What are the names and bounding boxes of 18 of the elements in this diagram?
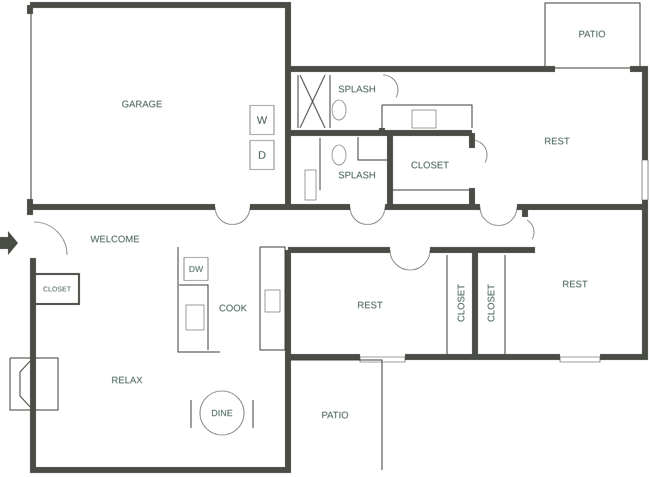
room-label: WELCOME [90,236,140,242]
room-label: REST [563,280,588,288]
room-label: CLOSET [488,284,494,322]
dining-table: DINE [200,390,244,436]
room-label: COOK [220,304,247,312]
appliance-box: D [250,140,274,170]
room-label: PATIO [579,30,606,38]
room-label: RELAX [112,376,142,384]
room-label: GARAGE [122,100,162,108]
room-label: SPLASH [338,86,375,92]
appliance-box: W [250,105,274,135]
room-label: REST [545,138,570,144]
appliance-box: DW [184,257,208,281]
room-label: CLOSET [458,284,464,322]
room-label: SPLASH [338,172,375,178]
room-label: REST [358,302,382,308]
room-label: PATIO [322,412,348,418]
room-label: CLOSET [411,162,449,168]
